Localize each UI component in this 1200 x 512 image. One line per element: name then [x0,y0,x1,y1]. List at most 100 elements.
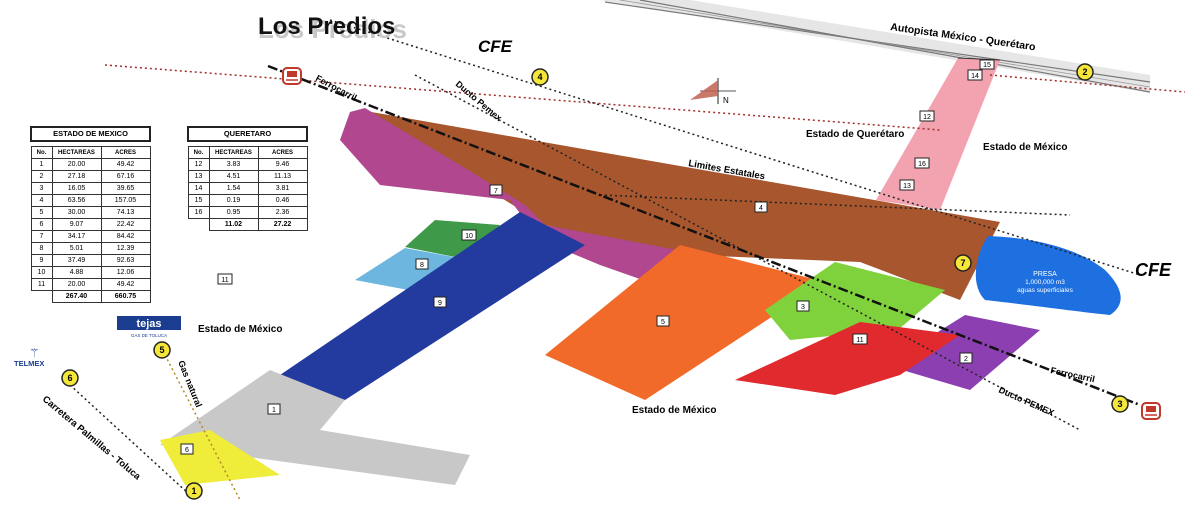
table-caption: QUERETARO [187,126,308,142]
presa-label-1: PRESA [1033,271,1057,278]
lot-label-15: 15 [979,59,995,70]
acres-cell: 11.13 [257,170,308,183]
hectareas-cell: 20.00 [51,278,102,291]
lot-label-9: 9 [433,296,447,308]
lot-number-cell: 6 [30,218,53,231]
ferrocarril-label-top: Ferrocarril [314,73,358,103]
marker-2: 2 [1076,63,1094,81]
lot-1-area [160,370,470,485]
estado-mexico-bottom-label: Estado de México [632,405,716,416]
lot-label-text: 1 [272,407,276,414]
marker-6: 6 [61,369,79,387]
lot-number-cell: 16 [187,206,210,219]
hectareas-cell: 20.00 [51,158,102,171]
acres-cell: 49.42 [100,158,151,171]
svg-text:12: 12 [923,114,931,121]
svg-text:8: 8 [420,262,424,269]
svg-text:11: 11 [856,337,863,344]
svg-text:6: 6 [67,373,72,383]
lot-5-area [545,245,825,400]
map-title: Los Predios [258,13,395,40]
svg-text:7: 7 [494,188,498,195]
lot-4-area [360,110,1000,300]
marker-5: 5 [153,341,171,359]
column-header: No. [30,146,53,159]
presa-label-3: aguas superficiales [1017,287,1073,294]
svg-text:2: 2 [1082,67,1087,77]
lot-number-cell: 14 [187,182,210,195]
lot-number-cell: 2 [30,170,53,183]
svg-text:9: 9 [438,300,442,307]
lot-number-cell: 9 [30,254,53,267]
lot-label-14: 14 [967,69,983,81]
presa-label-2: 1,000,000 m3 [1025,279,1065,286]
svg-text:6: 6 [185,447,189,454]
hectareas-cell: 0.19 [208,194,259,207]
telmex-icon: ⚚ [29,346,40,360]
ducto-label-bottom: Ducto PEMEX [997,385,1055,418]
svg-text:14: 14 [971,73,979,80]
total-acres: 660.75 [100,290,151,303]
marker-3: 3 [1111,395,1129,413]
svg-text:13: 13 [903,183,911,190]
train-icon [282,67,302,85]
hectareas-cell: 30.00 [51,206,102,219]
table-total-row: 11.02 27.22 [188,218,308,231]
acres-cell: 12.06 [100,266,151,279]
total-hectareas: 11.02 [208,218,259,231]
acres-cell: 92.63 [100,254,151,267]
svg-text:11: 11 [221,277,228,284]
lot-label-7: 7 [489,184,503,196]
lot-label-6: 6 [180,443,194,455]
railway-line [267,64,1141,407]
hectareas-cell: 9.07 [51,218,102,231]
lot-number-cell: 7 [30,230,53,243]
acres-cell: 67.16 [100,170,151,183]
tejas-subtext: GAS DE TOLUCA [131,333,167,338]
queretaro-strip [876,58,1000,210]
hectareas-cell: 16.05 [51,182,102,195]
acres-cell: 3.81 [257,182,308,195]
lot-9-area [280,212,585,400]
estado-mexico-left-label: Estado de México [198,324,282,335]
hectareas-cell: 27.18 [51,170,102,183]
acres-cell: 0.46 [257,194,308,207]
markers: 1 2 3 4 5 6 7 [61,63,1129,500]
lot-label-10: 10 [461,229,477,241]
acres-cell: 74.13 [100,206,151,219]
ferrocarril-label-bottom: Ferrocarril [1050,365,1096,384]
lot-label-5: 5 [656,315,670,327]
svg-text:5: 5 [661,319,665,326]
svg-text:3: 3 [801,304,805,311]
svg-text:16: 16 [918,161,926,168]
estado-queretaro-label: Estado de Querétaro [806,129,904,140]
marker-4: 4 [531,68,549,86]
lot-label-12: 12 [919,110,935,122]
acres-cell: 84.42 [100,230,151,243]
lot-number-cell: 12 [187,158,210,171]
column-header: ACRES [100,146,151,159]
svg-text:1: 1 [191,486,196,496]
total-hectareas: 267.40 [51,290,102,303]
lot-number-cell: 5 [30,206,53,219]
north-arrow-icon: N [690,78,736,105]
lot-label-3: 3 [796,300,810,312]
lot-3-area [765,262,945,345]
highway [600,0,1151,93]
presa-area [975,236,1121,315]
hectareas-cell: 5.01 [51,242,102,255]
